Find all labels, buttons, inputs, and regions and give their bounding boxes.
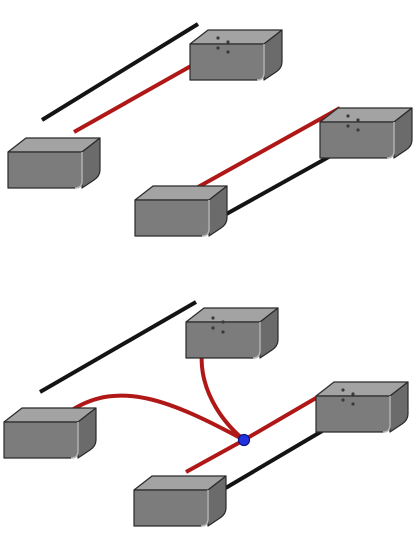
connector-block-upper bbox=[319, 107, 413, 159]
junction-node[interactable] bbox=[237, 433, 251, 447]
assembly-top-left bbox=[7, 22, 283, 189]
connector-block-lower bbox=[7, 137, 101, 189]
red-wire-branch-left bbox=[70, 393, 245, 442]
connector-block-top bbox=[185, 307, 279, 359]
red-wire bbox=[181, 106, 341, 198]
red-wire-branch-bottom bbox=[185, 438, 245, 474]
connector-block-right bbox=[315, 381, 409, 433]
assembly-bottom-branched bbox=[3, 300, 409, 527]
connector-block-upper bbox=[189, 29, 283, 81]
black-wire bbox=[40, 22, 200, 122]
connector-block-left bbox=[3, 407, 97, 459]
connector-block-lower bbox=[134, 185, 228, 237]
assembly-middle-right bbox=[134, 106, 413, 237]
connector-block-bottom bbox=[133, 475, 227, 527]
black-wire bbox=[39, 300, 197, 394]
